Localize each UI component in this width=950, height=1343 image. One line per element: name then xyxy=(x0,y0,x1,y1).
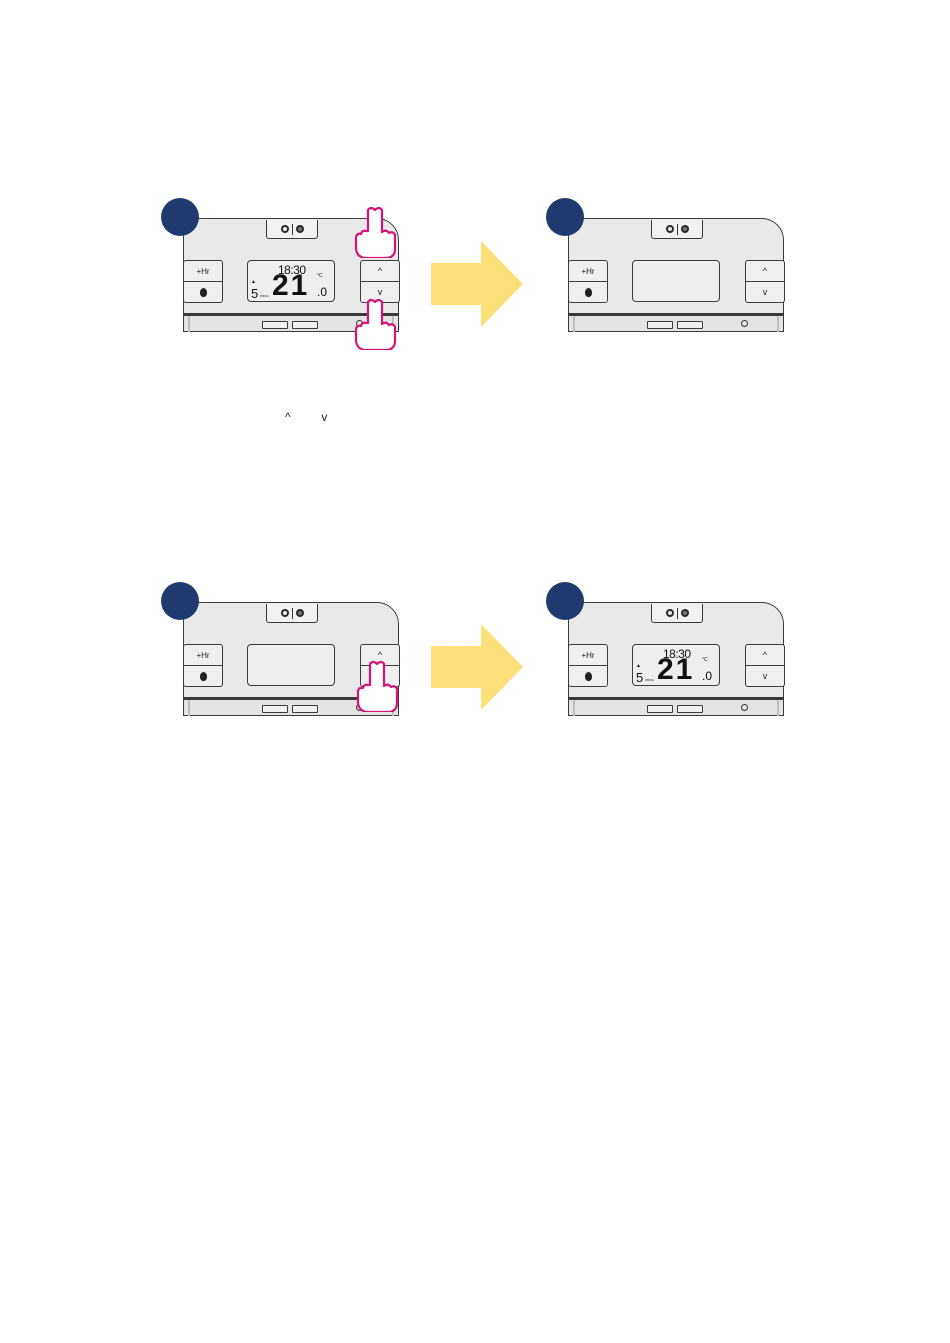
step-badge xyxy=(546,582,584,620)
chevron-up-icon: ^ xyxy=(378,650,382,660)
plus-hour-button[interactable]: +Hr xyxy=(183,644,223,666)
progress-arrow-1 xyxy=(431,241,523,327)
mode-switch[interactable] xyxy=(266,220,318,239)
lcd-temperature: 21 xyxy=(272,271,309,301)
mode-divider xyxy=(292,224,293,235)
lcd-temperature-decimal: .0 xyxy=(702,669,712,683)
plus-hour-label: +Hr xyxy=(196,267,209,276)
plus-hour-label: +Hr xyxy=(581,267,594,276)
plus-hour-button[interactable]: +Hr xyxy=(568,644,608,666)
chevron-up-icon: ^ xyxy=(763,650,767,660)
step-badge xyxy=(161,582,199,620)
plus-hour-label: +Hr xyxy=(196,651,209,660)
info-button[interactable] xyxy=(568,665,608,687)
info-icon xyxy=(585,672,592,681)
base-slot xyxy=(677,321,703,329)
lcd-display xyxy=(247,644,335,686)
pointing-hand-up-icon xyxy=(353,206,397,263)
chevron-down-icon: v xyxy=(378,287,383,297)
up-button[interactable]: ^ xyxy=(745,644,785,666)
thermostat-step-2: +Hr ^ v xyxy=(568,218,786,334)
up-button[interactable]: ^ xyxy=(360,260,400,282)
base-slot xyxy=(647,321,673,329)
lcd-temperature: 21 xyxy=(657,655,694,685)
mode-switch[interactable] xyxy=(651,220,703,239)
base-slot xyxy=(292,705,318,713)
chevron-up-icon: ^ xyxy=(763,266,767,276)
flame-icon xyxy=(296,609,304,617)
base-slot xyxy=(262,321,288,329)
lcd-program-number: 5 xyxy=(636,670,643,685)
chevron-down-icon: v xyxy=(763,287,768,297)
flame-icon xyxy=(296,225,304,233)
flame-icon xyxy=(681,225,689,233)
down-button[interactable]: v xyxy=(745,281,785,303)
plus-hour-button[interactable]: +Hr xyxy=(568,260,608,282)
progress-arrow-2 xyxy=(431,624,523,710)
base-slot xyxy=(677,705,703,713)
lcd-unit: °C xyxy=(317,273,323,279)
down-button[interactable]: v xyxy=(745,665,785,687)
info-button[interactable] xyxy=(183,665,223,687)
lcd-program-label: PROG xyxy=(260,294,269,298)
snowflake-icon xyxy=(281,225,289,233)
info-icon xyxy=(200,288,207,297)
thermostat-base xyxy=(568,314,784,332)
status-led xyxy=(741,704,748,711)
plus-hour-label: +Hr xyxy=(581,651,594,660)
thermostat-body: +Hr ^ v xyxy=(568,218,784,314)
snowflake-icon xyxy=(666,609,674,617)
button-legend: ^ v xyxy=(285,410,327,424)
info-icon xyxy=(585,288,592,297)
snowflake-icon xyxy=(281,609,289,617)
chevron-down-icon: v xyxy=(763,671,768,681)
lcd-display xyxy=(632,260,720,302)
up-button[interactable]: ^ xyxy=(745,260,785,282)
info-button[interactable] xyxy=(568,281,608,303)
snowflake-icon xyxy=(666,225,674,233)
lcd-program-label: PROG xyxy=(645,678,654,682)
mode-divider xyxy=(677,224,678,235)
thermostat-base xyxy=(568,698,784,716)
legend-up-glyph: ^ xyxy=(285,410,291,424)
base-slot xyxy=(262,705,288,713)
lcd-unit: °C xyxy=(702,657,708,663)
mode-divider xyxy=(292,608,293,619)
base-slot xyxy=(292,321,318,329)
lcd-temperature-decimal: .0 xyxy=(317,285,327,299)
mode-switch[interactable] xyxy=(266,604,318,623)
step-badge xyxy=(161,198,199,236)
heating-indicator-icon: ▲ xyxy=(636,663,641,669)
mode-divider xyxy=(677,608,678,619)
info-button[interactable] xyxy=(183,281,223,303)
pointing-hand-up-icon xyxy=(355,660,399,717)
plus-hour-button[interactable]: +Hr xyxy=(183,260,223,282)
legend-down-glyph: v xyxy=(321,410,327,424)
pointing-hand-down-icon xyxy=(353,298,397,355)
info-icon xyxy=(200,672,207,681)
step-badge xyxy=(546,198,584,236)
lcd-program-number: 5 xyxy=(251,286,258,301)
thermostat-step-3: +Hr ^ v xyxy=(183,602,401,718)
chevron-up-icon: ^ xyxy=(378,266,382,276)
flame-icon xyxy=(681,609,689,617)
status-led xyxy=(741,320,748,327)
base-slot xyxy=(647,705,673,713)
heating-indicator-icon: ▲ xyxy=(251,279,256,285)
mode-switch[interactable] xyxy=(651,604,703,623)
